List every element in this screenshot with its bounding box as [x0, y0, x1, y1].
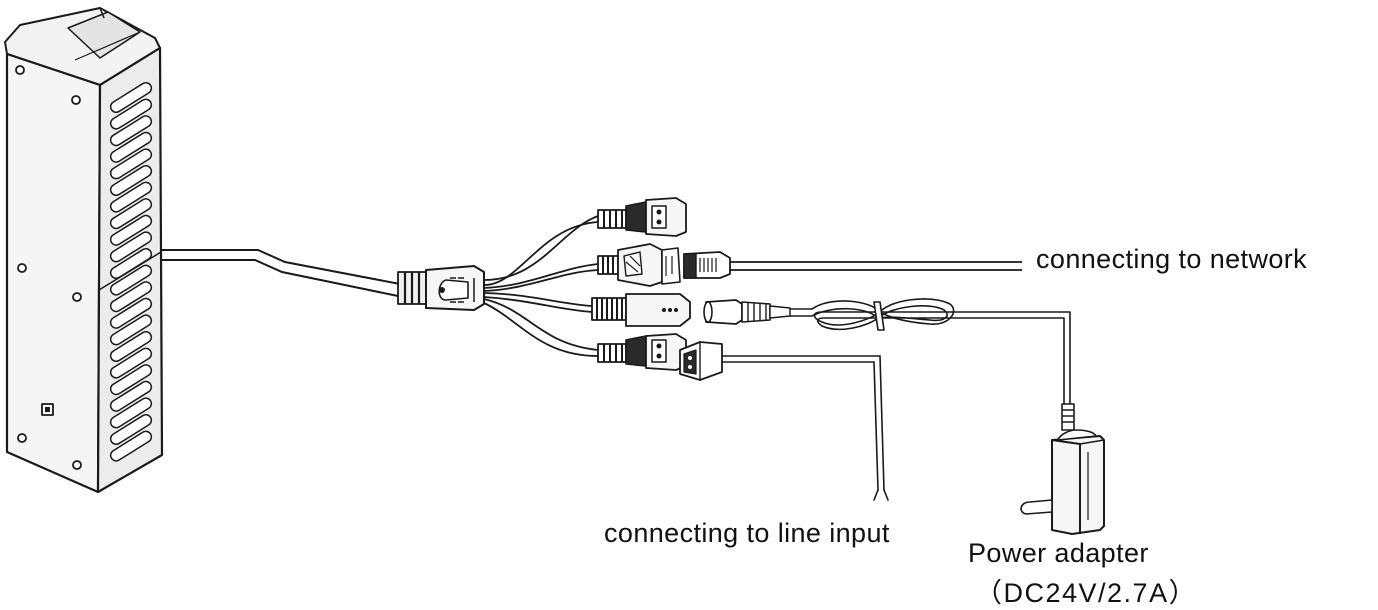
vent-slot: [109, 264, 153, 296]
terminal-block-connector-icon: [597, 197, 687, 237]
vent-slot: [109, 364, 153, 396]
power-adapter-icon: [1020, 403, 1105, 535]
vent-slot: [109, 115, 153, 147]
vent-slot: [109, 181, 153, 213]
cable-splitter-icon: [397, 265, 485, 311]
dc-barrel-connector-icon: [591, 293, 791, 327]
vent-slot: [109, 81, 153, 114]
vent-slot: [109, 98, 153, 130]
vent-slot: [109, 247, 153, 280]
vent-slot: [109, 314, 153, 346]
vent-slot: [109, 281, 153, 313]
vent-slot: [109, 231, 153, 263]
vent-slot: [109, 198, 153, 230]
power-spec-label: （DC24V/2.7A）: [975, 578, 1198, 608]
power-adapter-label: Power adapter: [968, 538, 1149, 568]
line-input-connection-label: connecting to line input: [604, 518, 890, 548]
power-cord: [789, 298, 1071, 405]
vent-slot: [109, 214, 153, 246]
vent-slot: [109, 380, 153, 412]
vent-slot: [109, 413, 153, 446]
branch-wires: [483, 215, 599, 357]
network-connection-label: connecting to network: [1036, 244, 1308, 274]
vent-slot: [109, 347, 153, 379]
vent-slot: [109, 131, 153, 163]
vent-slot: [109, 430, 153, 462]
vent-slot: [109, 297, 153, 329]
vent-slot: [109, 148, 153, 180]
rj45-connector-icon: [597, 243, 731, 287]
main-cable: [160, 249, 401, 297]
network-cable: [730, 261, 1022, 271]
column-speaker-icon: [4, 7, 164, 494]
audio-terminal-connector-icon: [597, 333, 723, 381]
vent-slot: [109, 330, 153, 363]
vent-slot: [109, 397, 153, 429]
line-input-wire: [721, 355, 889, 501]
vent-slot: [109, 164, 153, 197]
